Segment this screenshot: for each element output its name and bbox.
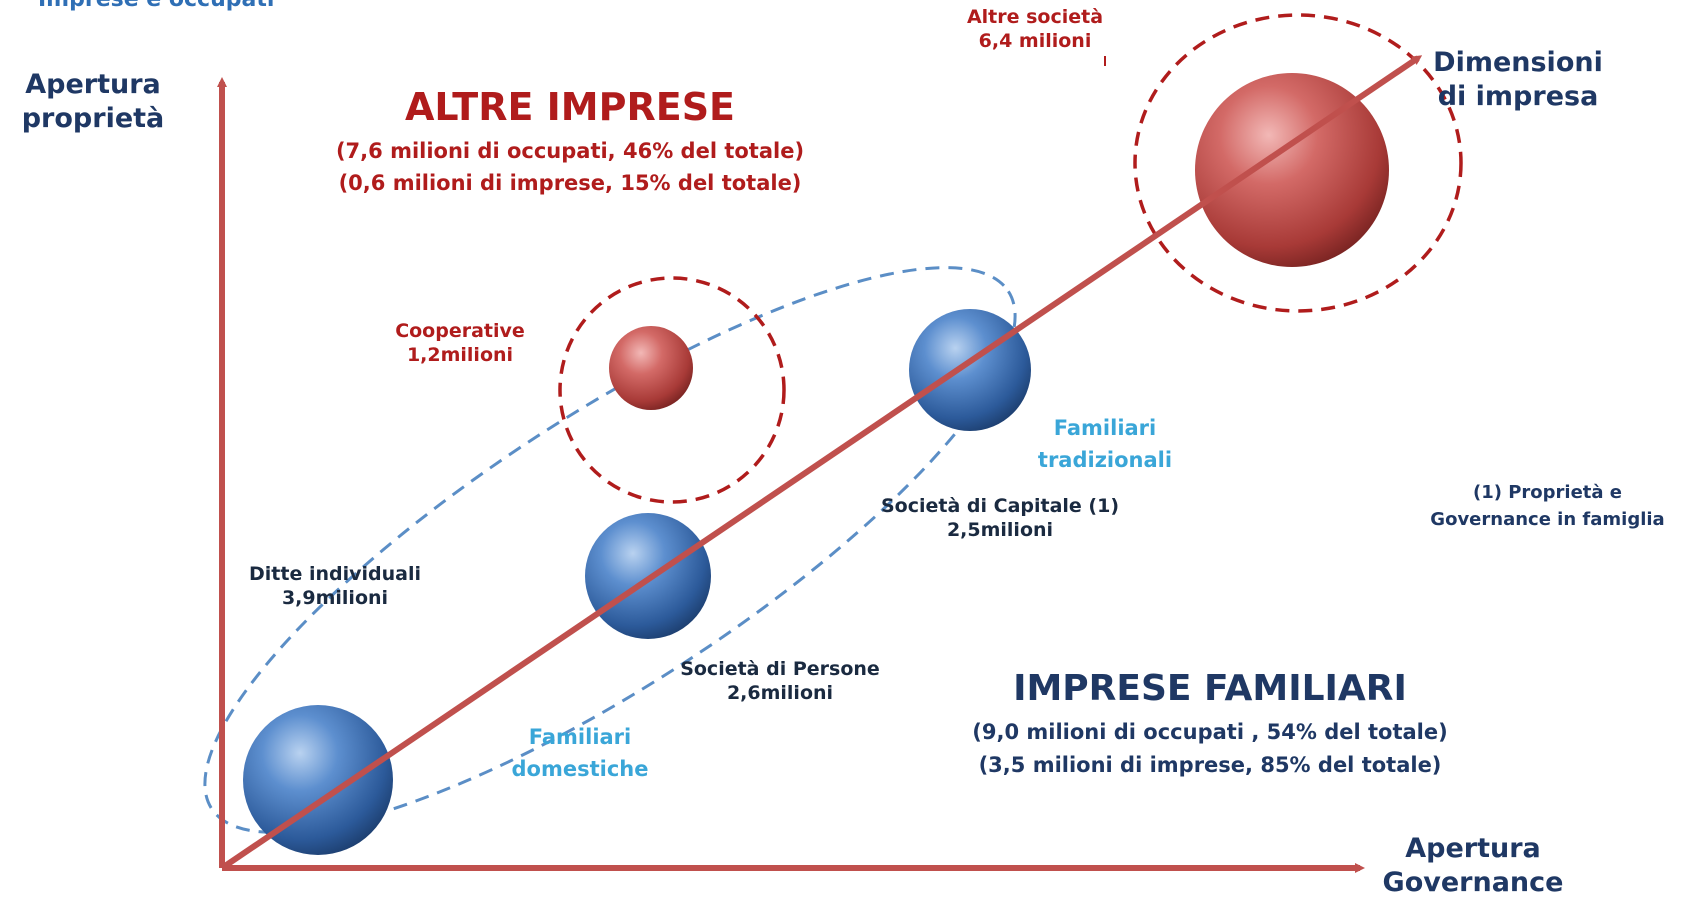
cooperative-value: 1,2milioni [406, 343, 514, 366]
societa-persone-label: Società di Persone 2,6milioni [655, 658, 905, 706]
imprese-familiari-block: IMPRESE FAMILIARI (9,0 milioni di occupa… [940, 668, 1480, 778]
altre-imprese-block: ALTRE IMPRESE (7,6 milioni di occupati, … [310, 85, 830, 196]
societa-capitale-label: Società di Capitale (1) 2,5milioni [855, 495, 1145, 543]
footnote: (1) Proprietà e Governance in famiglia [1410, 482, 1685, 531]
imprese-familiari-title: IMPRESE FAMILIARI [1013, 668, 1407, 709]
altre-imprese-imprese: (0,6 milioni di imprese, 15% del totale) [338, 170, 802, 195]
footnote-line1: (1) Proprietà e [1472, 482, 1623, 503]
x-axis-label-line1: Apertura [1405, 833, 1541, 864]
sphere-ditte-individuali [243, 705, 393, 855]
familiari-domestiche-line1: Familiari [528, 725, 632, 749]
societa-persone-name: Società di Persone [680, 658, 880, 680]
header-fragment: Imprese e occupati [38, 0, 274, 14]
sphere-societa-capitale [909, 309, 1031, 431]
sphere-cooperative [609, 326, 693, 410]
y-axis-label-line2: proprietà [21, 102, 165, 134]
ditte-individuali-label: Ditte individuali 3,9milioni [225, 563, 445, 611]
diagonal-axis-label-line2: di impresa [1437, 80, 1599, 112]
cooperative-label: Cooperative 1,2milioni [365, 320, 555, 368]
cooperative-outline [558, 276, 786, 504]
societa-capitale-name: Società di Capitale (1) [880, 495, 1120, 517]
societa-capitale-value: 2,5milioni [946, 518, 1054, 541]
altre-imprese-title: ALTRE IMPRESE [404, 85, 736, 129]
x-axis-label: Apertura Governance [1368, 832, 1578, 900]
ditte-individuali-value: 3,9milioni [281, 586, 389, 609]
familiari-tradizionali-label: Familiari tradizionali [1025, 413, 1185, 476]
altre-societa-label: Altre società 6,4 milioni [920, 6, 1150, 54]
imprese-familiari-occupati: (9,0 milioni di occupati , 54% del total… [972, 720, 1448, 745]
y-axis-label-line1: Apertura [25, 69, 161, 100]
dimension-arrow [220, 55, 1423, 871]
familiari-tradizionali-line1: Familiari [1053, 416, 1157, 440]
altre-societa-value: 6,4 milioni [978, 29, 1092, 52]
altre-imprese-occupati: (7,6 milioni di occupati, 46% del totale… [335, 138, 805, 163]
altre-societa-outline [1133, 13, 1463, 313]
x-axis-label-line2: Governance [1382, 866, 1564, 898]
diagonal-axis-label: Dimensioni di impresa [1428, 46, 1608, 114]
familiari-domestiche-line2: domestiche [511, 756, 649, 781]
footnote-line2: Governance in famiglia [1430, 508, 1665, 530]
y-axis-label: Apertura proprietà [8, 68, 178, 136]
familiari-domestiche-outline [203, 266, 1017, 834]
imprese-familiari-imprese: (3,5 milioni di imprese, 85% del totale) [978, 752, 1442, 777]
diagonal-axis-label-line1: Dimensioni [1433, 47, 1603, 78]
ditte-individuali-name: Ditte individuali [249, 563, 421, 585]
familiari-domestiche-label: Familiari domestiche [505, 722, 655, 785]
sphere-altre-societa [1195, 73, 1389, 267]
cooperative-name: Cooperative [395, 320, 525, 342]
societa-persone-value: 2,6milioni [726, 681, 834, 704]
familiari-tradizionali-line2: tradizionali [1037, 447, 1173, 472]
altre-societa-name: Altre società [966, 6, 1104, 28]
